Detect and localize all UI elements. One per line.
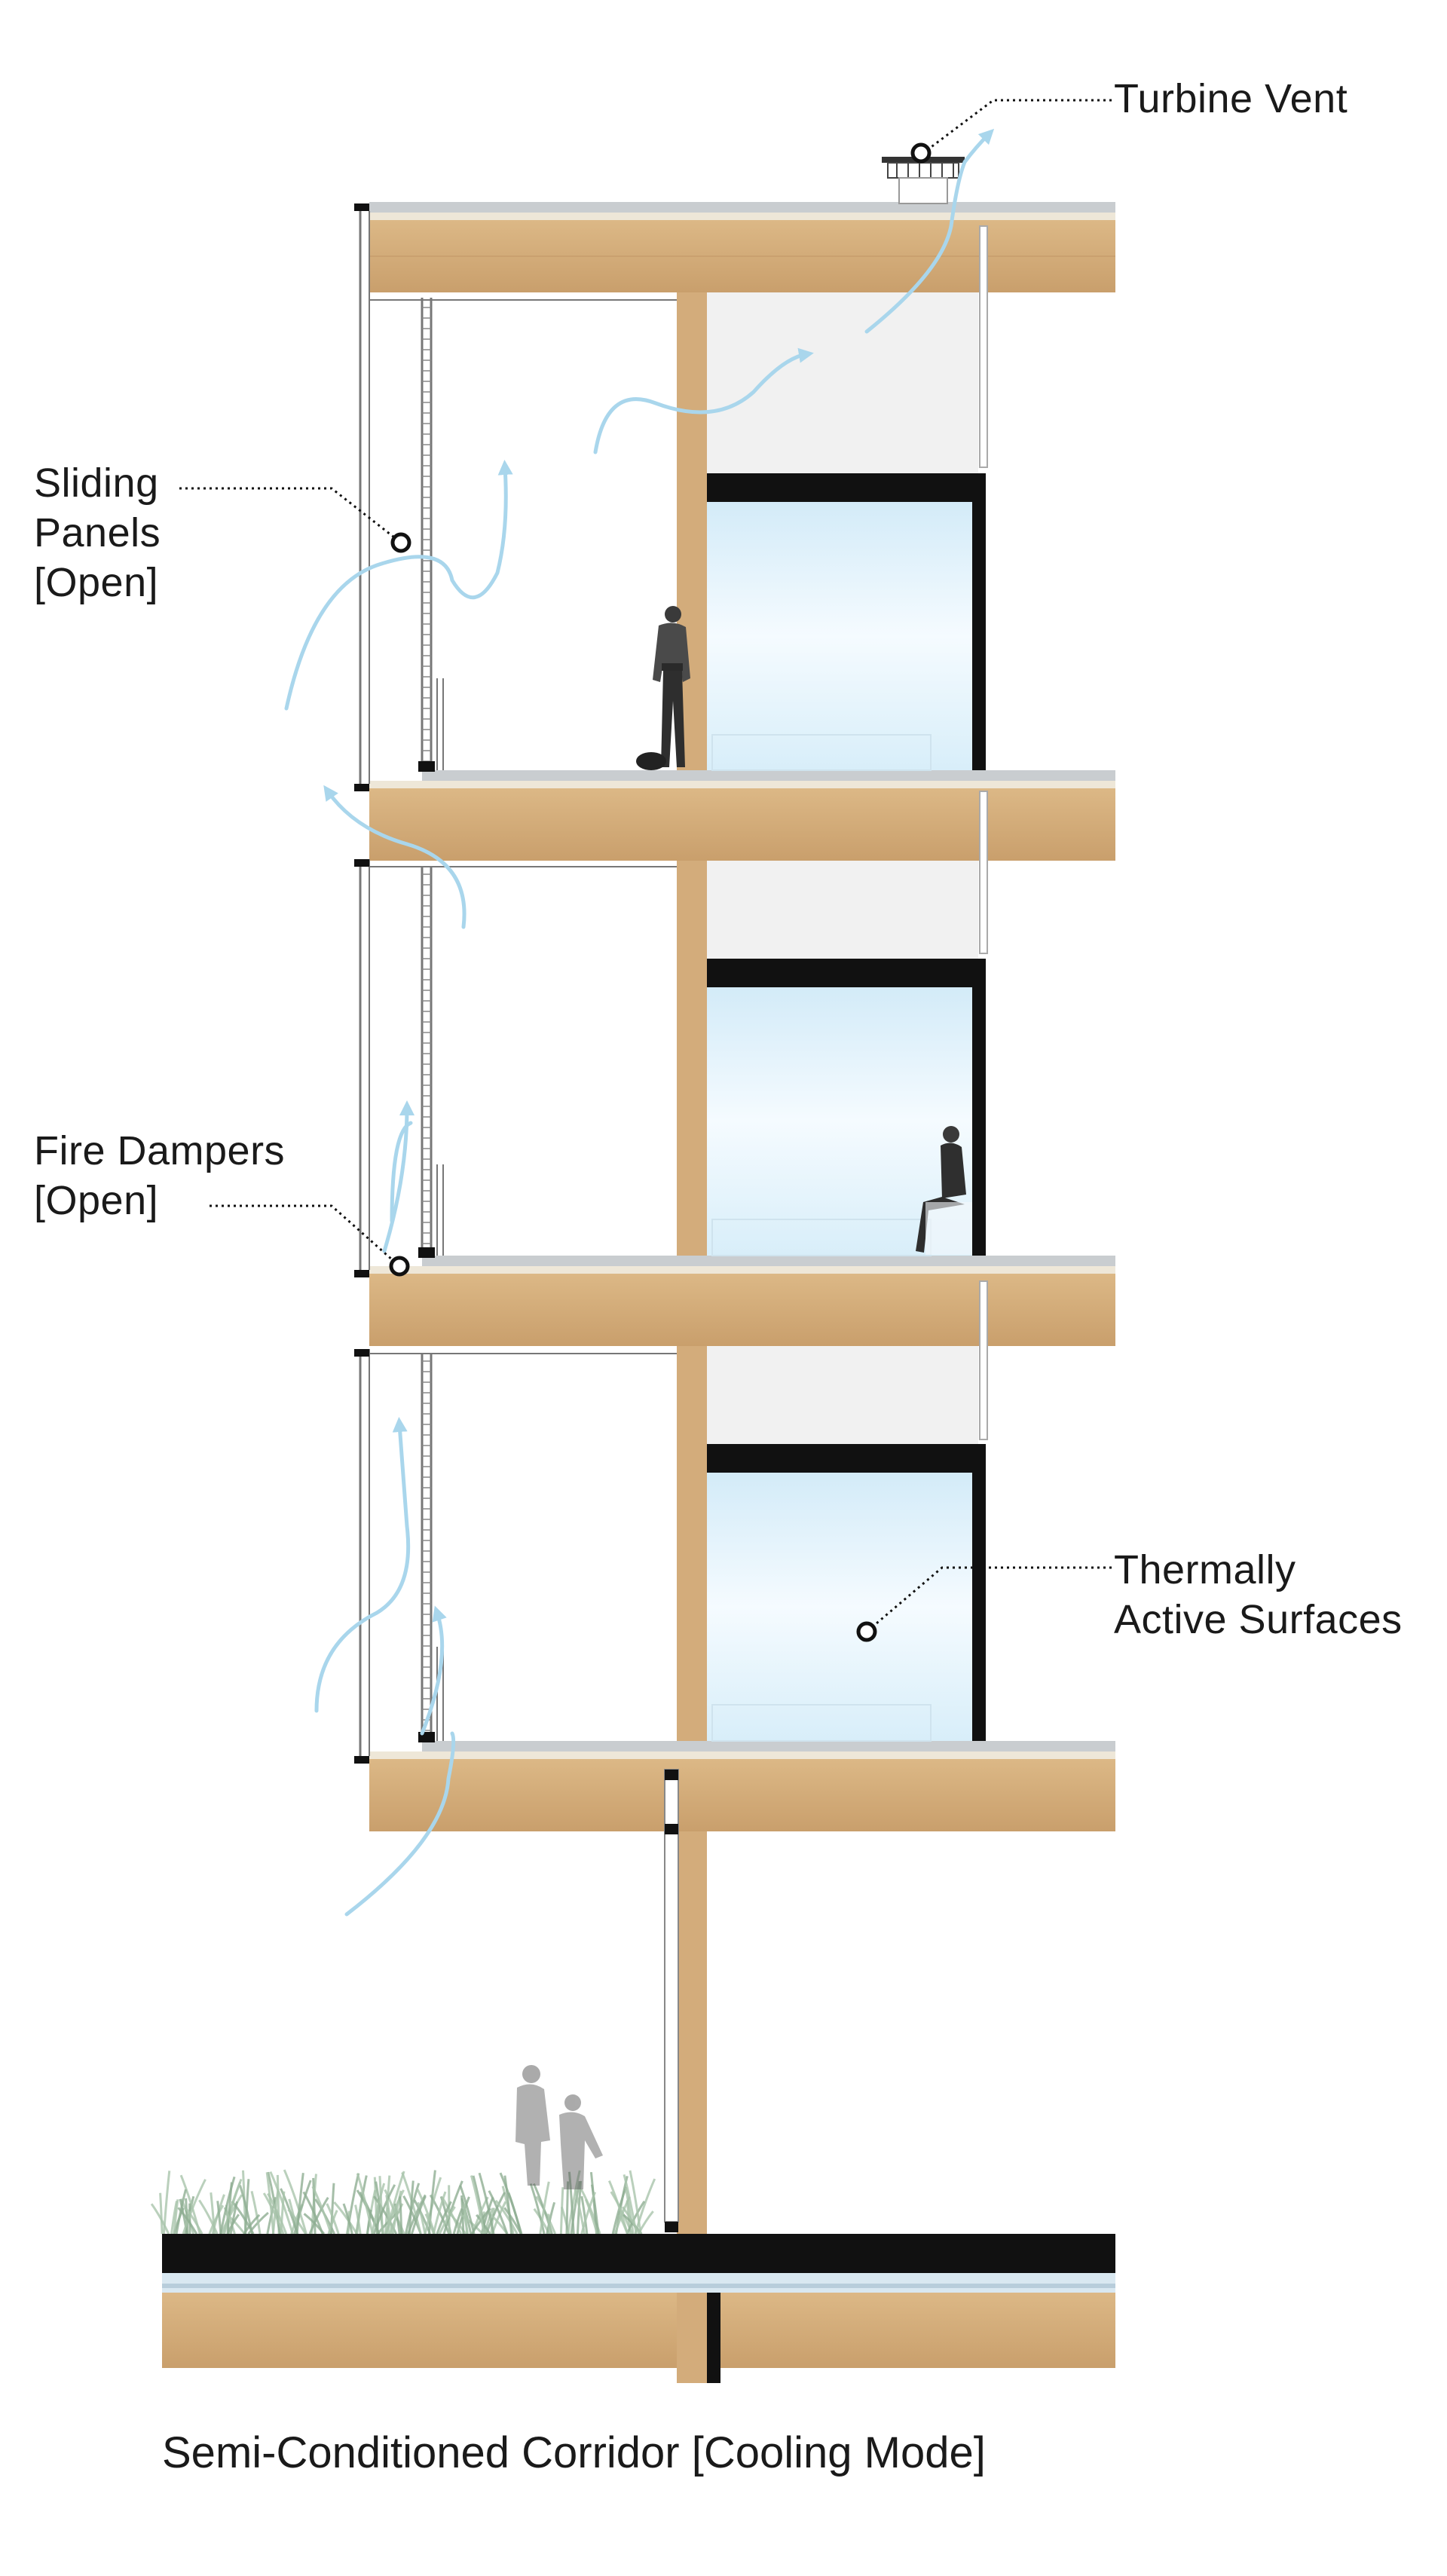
ladder-rungs (422, 307, 431, 1731)
people-walking (515, 2065, 603, 2189)
label-turbine-vent: Turbine Vent (1114, 76, 1348, 121)
label-sliding-panels-line3: [Open] (34, 560, 159, 605)
floor-slab-upper (369, 770, 1115, 861)
ground-slab (162, 2234, 1115, 2383)
ground-glass-column (664, 1769, 679, 2232)
room-upper (707, 225, 988, 771)
turbine-vent-icon (882, 157, 965, 204)
label-fire-dampers-line1: Fire Dampers (34, 1128, 286, 1173)
floor-slab-middle (369, 1256, 1115, 1346)
room-lower (707, 1280, 988, 1742)
label-thermally-active-line1: Thermally (1114, 1547, 1296, 1592)
roof-slab (369, 202, 1115, 292)
label-sliding-panels-line1: Sliding (34, 460, 159, 506)
diagram-caption: Semi-Conditioned Corridor [Cooling Mode] (162, 2428, 986, 2477)
person-standing-phone (636, 606, 690, 770)
label-sliding-panels-line2: Panels (34, 510, 161, 555)
sliding-panels-facade (354, 203, 677, 1764)
label-fire-dampers-line2: [Open] (34, 1178, 159, 1223)
room-middle (707, 791, 988, 1256)
fire-damper (418, 761, 435, 1742)
floor-slab-lower (369, 1741, 1115, 1831)
callout-circle-icon (389, 142, 932, 1642)
grass-planting-icon (150, 2169, 656, 2235)
airflow-arrow-icon (284, 128, 995, 1917)
callout-leaders (179, 99, 1112, 1633)
label-thermally-active-line2: Active Surfaces (1114, 1597, 1403, 1642)
person-sitting (916, 1126, 972, 1255)
